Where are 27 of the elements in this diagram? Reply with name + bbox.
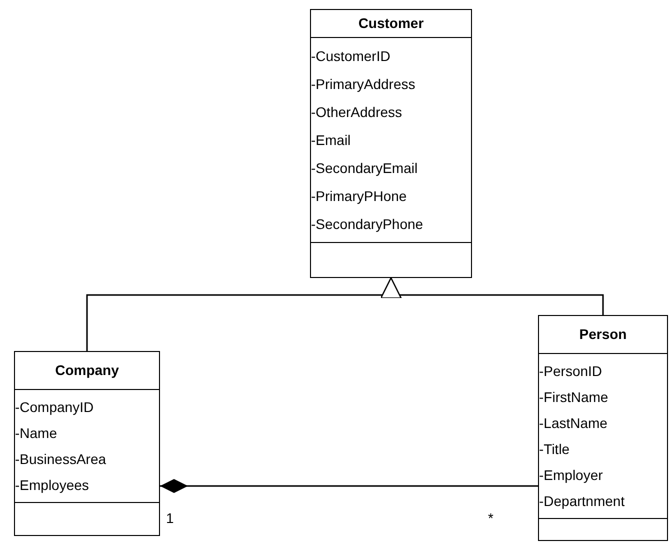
attribute: -Departnment bbox=[539, 492, 626, 511]
attribute: -PrimaryAddress bbox=[311, 74, 416, 94]
composition-line bbox=[160, 479, 538, 493]
class-name: Customer bbox=[311, 10, 471, 38]
attribute: -Name bbox=[15, 424, 58, 442]
attribute: -FirstName bbox=[539, 388, 610, 406]
attribute: -Title bbox=[539, 440, 571, 458]
generalization-arrow bbox=[380, 277, 604, 315]
multiplicity-label: * bbox=[488, 509, 494, 528]
attribute: -CompanyID bbox=[15, 398, 95, 417]
attribute: -SecondaryEmail bbox=[311, 158, 419, 178]
attribute: -PrimaryPHone bbox=[311, 186, 408, 206]
attribute: -LastName bbox=[539, 414, 608, 432]
attribute: -Employer bbox=[539, 466, 604, 485]
attribute: -Employees bbox=[15, 476, 90, 495]
class-name: Company bbox=[15, 352, 159, 390]
class-name: Person bbox=[539, 316, 667, 354]
attribute: -CustomerID bbox=[311, 46, 392, 66]
attribute: -BusinessArea bbox=[15, 450, 108, 468]
attribute: -OtherAddress bbox=[311, 102, 404, 122]
attribute: -SecondaryPhone bbox=[311, 214, 424, 234]
multiplicity-label: 1 bbox=[166, 509, 174, 528]
class-box bbox=[14, 351, 160, 536]
attribute: -PersonID bbox=[539, 362, 604, 380]
attribute: -Email bbox=[311, 130, 352, 150]
class-box bbox=[538, 315, 668, 541]
class-box bbox=[310, 9, 472, 278]
